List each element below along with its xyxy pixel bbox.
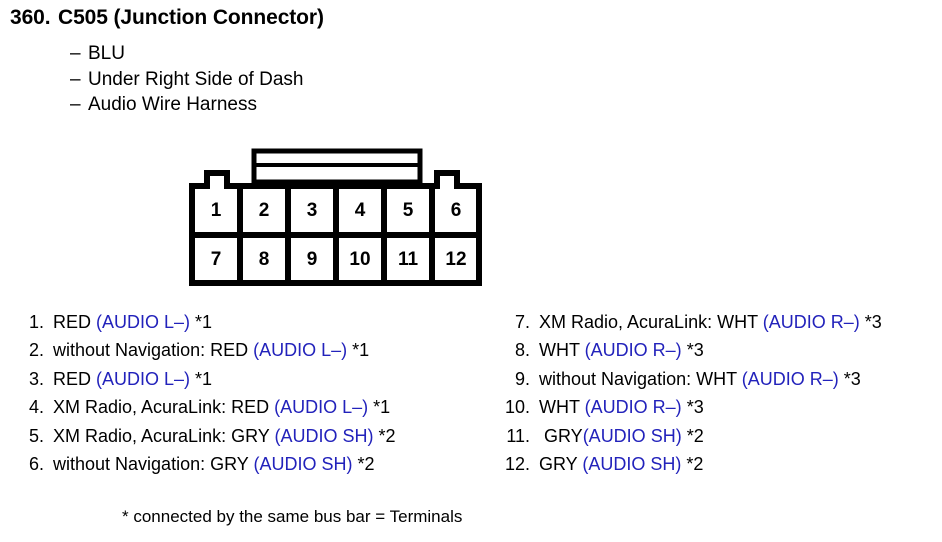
terminal-busbar-ref: *2 [681,425,704,446]
pin-number-8: 8 [259,249,270,270]
terminal-busbar-ref: *1 [368,397,391,418]
terminal-row: 8. WHT (AUDIO R–) *3 [498,336,882,364]
footnote: * connected by the same bus bar = Termin… [122,507,463,526]
terminal-signal: (AUDIO SH) [253,453,353,474]
terminal-row: 6. without Navigation: GRY (AUDIO SH) *2 [14,450,395,478]
terminal-index: 10. [504,397,530,418]
terminal-signal: (AUDIO SH) [274,425,374,446]
terminal-index: 6. [28,453,44,474]
terminal-description: XM Radio, AcuraLink: WHT [539,312,763,332]
terminal-busbar-ref: *3 [681,397,704,418]
column-dividers [237,186,435,283]
pin-number-4: 4 [355,200,366,221]
terminal-signal: (AUDIO SH) [582,425,682,446]
terminal-index: 4. [28,397,44,418]
terminal-row: 3. RED (AUDIO L–) *1 [14,365,395,393]
pin-number-10: 10 [349,249,370,270]
terminal-row: 9. without Navigation: WHT (AUDIO R–) *3 [498,365,882,393]
list-item-label: Under Right Side of Dash [88,68,304,90]
terminal-index: 3. [28,368,44,389]
terminal-description: XM Radio, AcuraLink: RED [53,397,275,418]
connector-attribute-list: –BLU –Under Right Side of Dash –Audio Wi… [70,41,303,118]
terminal-busbar-ref: *1 [190,312,213,332]
page-title: 360. C505 (Junction Connector) [10,6,324,30]
pin-number-6: 6 [451,200,462,221]
pin-number-7: 7 [211,249,222,270]
terminal-signal: (AUDIO R–) [762,312,860,332]
list-item: –Audio Wire Harness [70,92,303,118]
terminal-signal: (AUDIO R–) [741,368,839,389]
terminal-busbar-ref: *3 [859,312,882,332]
list-item: –BLU [70,41,303,67]
terminal-busbar-ref: *1 [347,340,370,361]
terminal-busbar-ref: *3 [838,368,861,389]
list-item: –Under Right Side of Dash [70,67,303,93]
terminal-signal: (AUDIO L–) [253,340,348,361]
terminal-index: 5. [28,425,44,446]
terminal-index: 12. [504,453,530,474]
dash-icon: – [70,68,81,90]
terminal-row: 1. RED (AUDIO L–) *1 [14,308,395,336]
terminal-busbar-ref: *2 [681,453,704,474]
terminal-busbar-ref: *2 [352,453,375,474]
terminal-index: 1. [28,312,44,332]
terminal-index: 2. [28,340,44,361]
terminal-description: GRY [539,425,583,446]
terminal-description: RED [53,312,97,332]
pin-number-11: 11 [398,249,419,270]
terminal-index: 9. [514,368,530,389]
terminal-row: 10. WHT (AUDIO R–) *3 [498,393,882,421]
terminal-signal: (AUDIO R–) [584,340,682,361]
page-title-text: C505 (Junction Connector) [58,6,324,29]
terminal-description: XM Radio, AcuraLink: GRY [53,425,275,446]
terminal-list-left: 1. RED (AUDIO L–) *1 2. without Navigation… [14,308,396,478]
terminal-signal: (AUDIO SH) [582,453,682,474]
terminal-description: without Navigation: GRY [53,453,254,474]
terminal-index: 8. [514,340,530,361]
terminal-row: 12. GRY (AUDIO SH) *2 [498,450,882,478]
terminal-index: 11. [506,425,530,446]
pin-number-5: 5 [403,200,414,221]
terminal-signal: (AUDIO L–) [96,368,191,389]
pin-number-3: 3 [307,200,318,221]
page-title-number: 360. [10,6,51,29]
terminal-busbar-ref: *3 [681,340,704,361]
list-item-label: Audio Wire Harness [88,94,257,115]
bus-bar [251,148,423,185]
list-item-label: BLU [88,43,125,64]
terminal-description: WHT [539,340,585,361]
terminal-busbar-ref: *1 [190,368,213,389]
pin-number-9: 9 [307,249,318,270]
terminal-row: 11. GRY(AUDIO SH) *2 [498,422,882,450]
terminal-description: GRY [539,453,583,474]
connector-diagram: 1 2 3 4 5 6 7 8 9 10 11 12 [185,140,490,290]
terminal-description: RED [53,368,97,389]
terminal-description: WHT [539,397,585,418]
terminal-index: 7. [514,312,530,332]
terminal-busbar-ref: *2 [373,425,396,446]
terminal-list-right: 7. XM Radio, AcuraLink: WHT (AUDIO R–) *3… [498,308,882,478]
terminal-description: without Navigation: WHT [539,368,742,389]
dash-icon: – [70,94,81,115]
terminal-signal: (AUDIO L–) [96,312,191,332]
pin-number-2: 2 [259,200,270,221]
terminal-row: 2. without Navigation: RED (AUDIO L–) *1 [14,336,395,364]
pin-number-12: 12 [445,249,466,270]
dash-icon: – [70,43,81,64]
terminal-row: 5. XM Radio, AcuraLink: GRY (AUDIO SH) *2 [14,422,396,450]
terminal-signal: (AUDIO R–) [584,397,682,418]
pin-number-1: 1 [211,200,222,221]
terminal-row: 7. XM Radio, AcuraLink: WHT (AUDIO R–) *3 [498,308,882,336]
terminal-row: 4. XM Radio, AcuraLink: RED (AUDIO L–) *1 [14,393,395,421]
terminal-description: without Navigation: RED [53,340,254,361]
terminal-signal: (AUDIO L–) [274,397,369,418]
